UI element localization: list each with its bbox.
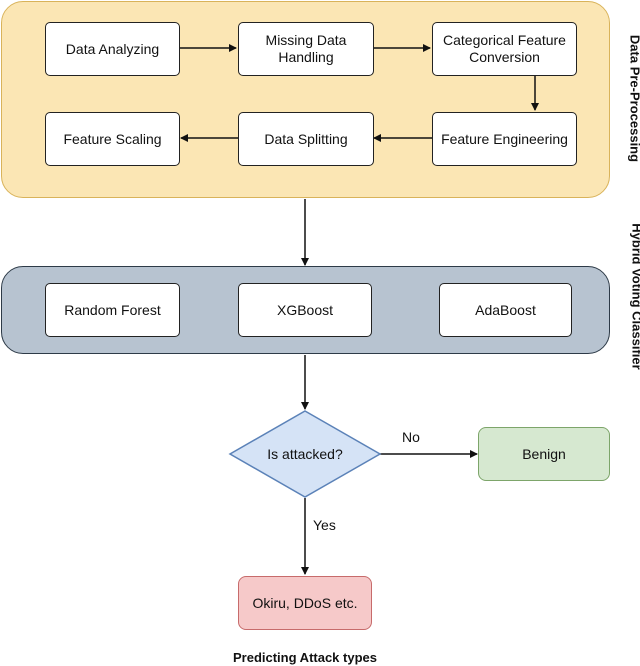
node-missing-data-handling: Missing Data Handling [238, 22, 374, 76]
node-xgboost: XGBoost [238, 283, 372, 337]
node-categorical-feature-conversion: Categorical Feature Conversion [432, 22, 577, 76]
node-data-analyzing: Data Analyzing [45, 22, 180, 76]
edge-label-yes: Yes [313, 517, 336, 533]
node-feature-scaling: Feature Scaling [45, 112, 180, 166]
diagram-caption: Predicting Attack types [232, 650, 377, 665]
node-data-splitting: Data Splitting [238, 112, 374, 166]
decision-label: Is attacked? [267, 446, 343, 462]
node-adaboost: AdaBoost [439, 283, 572, 337]
node-feature-engineering: Feature Engineering [432, 112, 577, 166]
node-benign: Benign [478, 427, 610, 481]
decision-diamond [228, 410, 382, 498]
node-attack-types: Okiru, DDoS etc. [238, 576, 372, 630]
edge-label-no: No [402, 429, 420, 445]
node-random-forest: Random Forest [45, 283, 180, 337]
